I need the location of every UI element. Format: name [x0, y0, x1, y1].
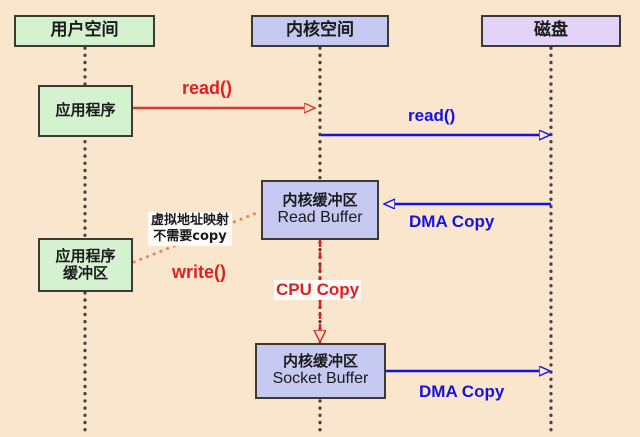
node-socket-buffer-label-line1: 内核缓冲区 — [282, 352, 358, 371]
lane-header-disk: 磁盘 — [481, 15, 621, 47]
lane-header-user-space-label: 用户空间 — [50, 20, 119, 41]
mapping-note: 虚拟地址映射 不需要copy — [148, 212, 233, 246]
write-call-label: write() — [172, 262, 226, 282]
node-socket-buffer-label-line2: Socket Buffer — [272, 370, 369, 388]
arrow-label-dma-copy-socket-nic: DMA Copy — [419, 382, 505, 401]
node-read-buffer: 内核缓冲区 Read Buffer — [261, 180, 379, 240]
lane-header-kernel-space-label: 内核空间 — [286, 20, 354, 41]
lane-header-kernel-space: 内核空间 — [251, 15, 389, 47]
lane-header-disk-label: 磁盘 — [534, 20, 568, 41]
node-read-buffer-label-line1: 内核缓冲区 — [282, 191, 358, 210]
arrow-label-cpu-copy: CPU Copy — [274, 280, 362, 300]
mapping-note-line2: 不需要copy — [153, 228, 227, 244]
arrow-label-dma-copy-disk-read: DMA Copy — [409, 212, 495, 231]
node-application: 应用程序 — [38, 85, 133, 137]
node-application-buffer-label-line1: 应用程序 — [55, 246, 116, 265]
node-application-buffer-label-line2: 缓冲区 — [62, 264, 108, 282]
mapping-note-line1: 虚拟地址映射 — [151, 213, 230, 228]
arrow-label-read-syscall: read() — [182, 78, 233, 98]
node-read-buffer-label-line2: Read Buffer — [277, 209, 363, 227]
node-socket-buffer: 内核缓冲区 Socket Buffer — [255, 343, 386, 399]
node-application-buffer: 应用程序 缓冲区 — [38, 238, 133, 292]
arrow-label-read-disk: read() — [408, 106, 456, 125]
lane-header-user-space: 用户空间 — [14, 15, 155, 47]
node-application-label: 应用程序 — [55, 101, 116, 120]
